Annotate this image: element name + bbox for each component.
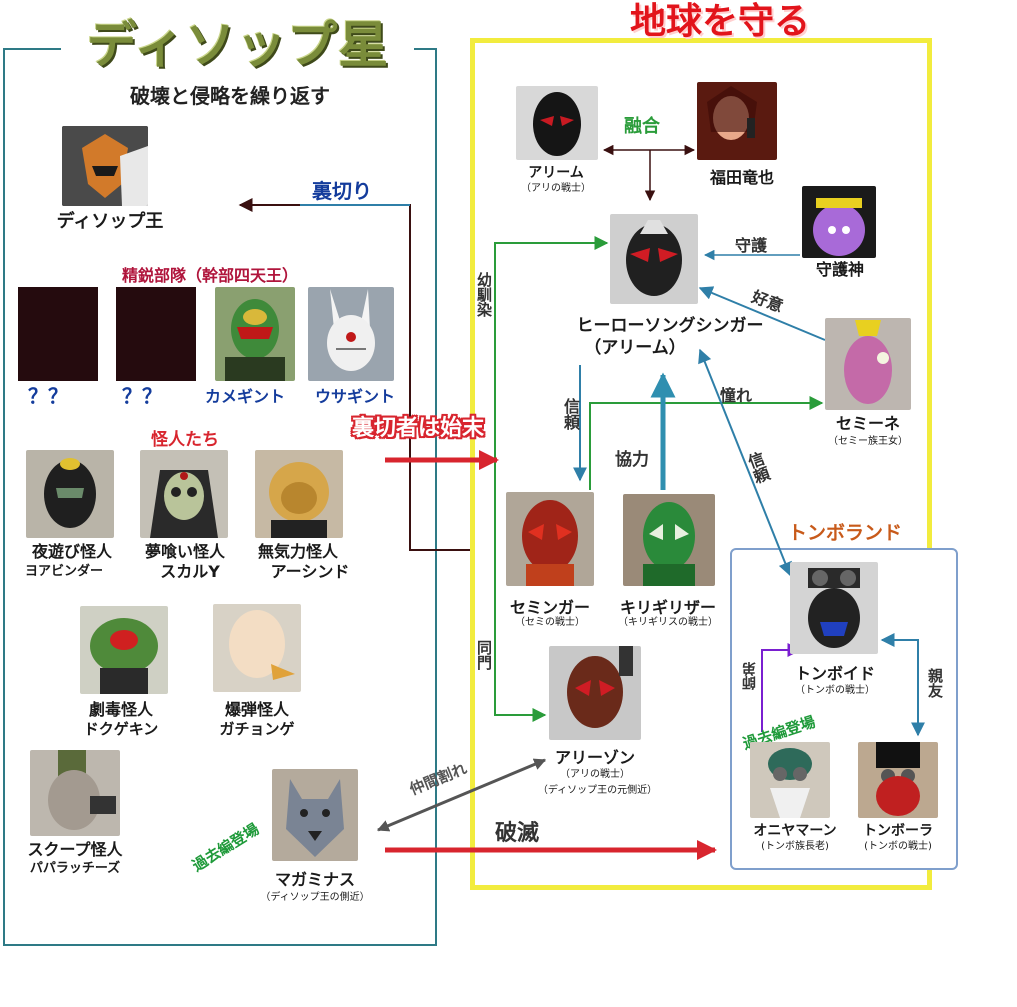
magaminas-name: マガミナス (274, 870, 355, 889)
hero-name-line2: （アリーム） (584, 338, 686, 358)
monster-3-name: アーシンド (270, 562, 350, 581)
ariimu-note: （アリの戦士） (521, 183, 591, 194)
usagint-portrait (308, 287, 394, 381)
admire-label: 憧れ (720, 386, 753, 405)
disop-frame (3, 48, 437, 946)
monster-4-name: ドクゲキン (83, 720, 159, 738)
trust-label-1: 信頼 (561, 398, 580, 430)
punish-label: 裏切者は始末 (352, 416, 485, 441)
tombora-note: (トンボの戦士) (864, 841, 932, 852)
monster-1-name: ヨアビンダー (24, 564, 103, 579)
arizon-note-2: （ディソップ王の元側近） (537, 785, 658, 796)
monster-4-portrait (80, 606, 168, 694)
disop-frame-top-left (3, 48, 61, 50)
arizon-portrait (549, 646, 641, 740)
monsters-heading: 怪人たち (151, 430, 219, 450)
monster-5-portrait (213, 604, 301, 692)
kirigirizer-name: キリギリザー (619, 598, 716, 617)
monster-6-title: スクープ怪人 (27, 840, 123, 859)
kamegint-name: カメギント (204, 387, 285, 406)
earth-frame (470, 38, 932, 890)
monster-6-portrait (30, 750, 120, 836)
seminger-note: （セミの戦士） (515, 617, 585, 628)
kirigirizer-note: （キリギリスの戦士） (618, 617, 718, 628)
tombora-portrait (858, 742, 938, 818)
semine-portrait (825, 318, 911, 410)
earth-title: 地球を守る (629, 1, 810, 42)
semine-note: （セミー族王女） (828, 436, 908, 447)
monster-3-title: 無気力怪人 (257, 542, 338, 561)
disop-king-portrait (62, 126, 148, 206)
monster-2-portrait (140, 450, 228, 538)
tombo-land-heading: トンボランド (787, 522, 902, 544)
magaminas-note: （ディソップ王の側近） (260, 892, 370, 903)
monster-4-title: 劇毒怪人 (88, 700, 153, 719)
fukuda-portrait (697, 82, 777, 160)
tomboid-portrait (790, 562, 878, 654)
trust-line-2 (698, 348, 792, 577)
oniyaman-note: (トンボ族長老) (761, 841, 829, 852)
oniyaman-portrait (750, 742, 830, 818)
monster-6-name: パパラッチーズ (29, 861, 121, 876)
arizon-name: アリーゾン (554, 748, 635, 767)
protect-label: 守護 (735, 236, 768, 255)
elite-heading: 精鋭部隊（幹部四天王） (121, 266, 298, 285)
magaminas-portrait (272, 769, 358, 861)
semine-name: セミーネ (835, 414, 900, 433)
hero-name-line1: ヒーローソングシンガー (576, 316, 764, 336)
same-school-label: 同門 (475, 640, 493, 670)
disop-subtitle: 破壊と侵略を繰り返す (130, 84, 330, 108)
elite-unknown-1-name: ？？ (28, 384, 68, 408)
monster-2-title: 夢喰い怪人 (144, 542, 225, 561)
seminger-name: セミンガー (509, 598, 590, 617)
monster-1-title: 夜遊び怪人 (31, 542, 112, 561)
childhood-label: 幼馴染 (475, 272, 493, 317)
master-label: 師弟 (742, 662, 758, 690)
destroy-label: 破滅 (495, 821, 540, 846)
cooperate-label: 協力 (615, 450, 649, 470)
elite-unknown-2-name: ？？ (122, 384, 162, 408)
ariimu-name: アリーム (528, 165, 584, 181)
fusion-label: 融合 (624, 116, 660, 137)
best-friend-line (880, 633, 925, 737)
split-arrow (376, 758, 547, 832)
monster-1-portrait (26, 450, 114, 538)
fukuda-name: 福田竜也 (709, 168, 774, 187)
disop-frame-top-right (414, 48, 435, 50)
usagint-name: ウサギント (314, 387, 395, 406)
guardian-portrait (802, 186, 876, 258)
master-line (761, 643, 802, 732)
kamegint-portrait (215, 287, 295, 381)
monster-5-name: ガチョンゲ (219, 720, 295, 738)
disop-title: ディソップ星 (86, 16, 390, 74)
best-friend-label: 親友 (926, 668, 944, 698)
tomboid-name: トンボイド (794, 664, 875, 683)
elite-unknown-2-portrait (116, 287, 196, 381)
guardian-name: 守護神 (815, 260, 864, 279)
betrayal-label: 裏切り (312, 179, 372, 203)
tomboid-note: （トンボの戦士） (795, 685, 875, 696)
hero-portrait (610, 214, 698, 304)
seminger-portrait (506, 492, 594, 586)
disop-king-name: ディソップ王 (56, 211, 164, 232)
monster-5-title: 爆弾怪人 (224, 700, 289, 719)
tombora-name: トンボーラ (863, 823, 933, 839)
elite-unknown-1-portrait (18, 287, 98, 381)
oniyaman-name: オニヤマーン (753, 823, 837, 839)
ariimu-portrait (516, 86, 598, 160)
arizon-note-1: （アリの戦士） (560, 769, 630, 780)
monster-2-name: スカルY (160, 562, 220, 581)
monster-3-portrait (255, 450, 343, 538)
favor-line (698, 286, 826, 341)
kirigirizer-portrait (623, 494, 715, 586)
